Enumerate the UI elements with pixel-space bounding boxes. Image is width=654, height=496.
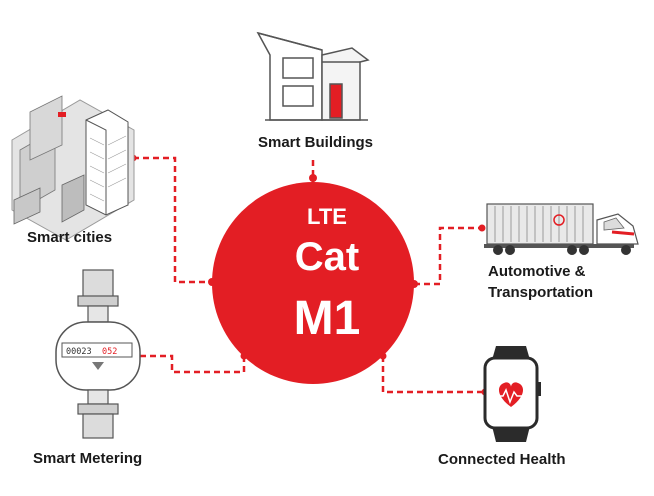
smartwatch-heart-icon [483,346,541,442]
truck-icon [484,203,639,255]
hub-title-cat: Cat [294,235,360,279]
hub-title-m1: M1 [293,292,361,345]
connector-metering [130,354,246,374]
connector-health [381,356,485,394]
meter-reading-black: 00023 [66,347,92,357]
label-connected-health: Connected Health [438,451,566,468]
hub-title-lte: LTE [307,204,347,229]
label-automotive-line1: Automotive & [488,263,586,280]
label-automotive-line2: Transportation [488,284,594,301]
house-icon [256,31,370,121]
connector-cities [133,156,212,284]
water-meter-icon: 00023 052 [55,269,141,439]
label-smart-buildings: Smart Buildings [258,134,374,151]
hub-circle [212,182,414,384]
connectors [130,156,485,394]
label-smart-cities: Smart cities [27,229,113,246]
city-icon [11,95,135,241]
label-smart-metering: Smart Metering [33,450,143,467]
meter-reading-red: 052 [102,347,117,357]
connector-automotive [414,226,482,286]
